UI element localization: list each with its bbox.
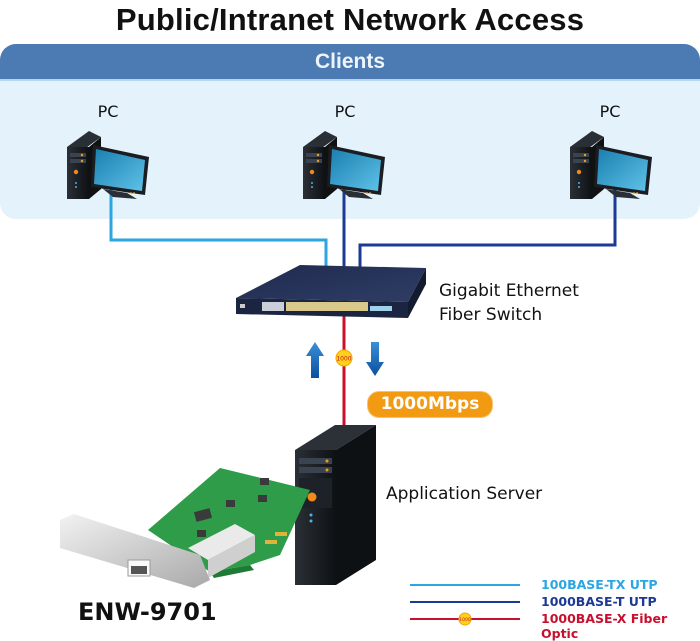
switch-label-line1: Gigabit Ethernet <box>439 281 579 301</box>
link-100base-tx-left <box>109 178 328 268</box>
clients-header: Clients <box>0 44 700 81</box>
switch-label: Gigabit Ethernet Fiber Switch <box>439 279 579 327</box>
pc-icon-center <box>303 131 385 199</box>
legend-fiber-marker-text: 1000 <box>459 617 471 623</box>
server-icon <box>295 425 376 585</box>
legend-label-100base-tx: 100BASE-TX UTP <box>541 577 658 592</box>
legend-label-1000base-t: 1000BASE-T UTP <box>541 594 657 609</box>
switch-label-line2: Fiber Switch <box>439 305 543 325</box>
pc-icon-left <box>67 131 149 199</box>
down-arrow-icon <box>366 342 384 376</box>
product-name: ENW-9701 <box>78 598 217 626</box>
legend-fiber-marker-icon <box>458 612 472 626</box>
nic-card-icon <box>60 468 310 588</box>
pc-icon-right <box>570 131 652 199</box>
legend-label-1000base-x: 1000BASE-X Fiber Optic <box>541 611 668 641</box>
server-label: Application Server <box>386 484 543 504</box>
fiber-marker-icon <box>335 349 353 367</box>
pc-label-right: PC <box>599 102 621 121</box>
up-arrow-icon <box>306 342 324 378</box>
pc-label-center: PC <box>334 102 356 121</box>
link-1000base-t-right <box>358 190 617 268</box>
switch-icon <box>236 265 426 318</box>
pc-label-left: PC <box>97 102 119 121</box>
fiber-marker-text: 1000 <box>336 356 351 363</box>
speed-badge: 1000Mbps <box>367 391 493 418</box>
diagram-title: Public/Intranet Network Access <box>115 2 585 37</box>
